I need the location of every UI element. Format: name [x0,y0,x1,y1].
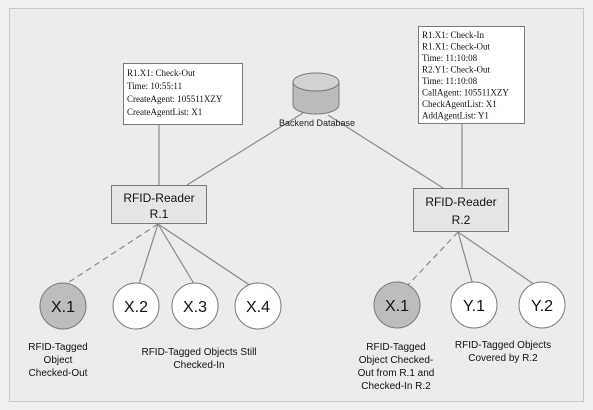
log-r1-line: CreateAgent: 105511XZY [127,94,223,104]
caption-right-checked-out: RFID-Tagged [366,342,425,353]
log-box-r2 [418,26,525,124]
database-label: Backend Database [279,118,355,128]
object-node-y2: Y.2 [518,281,566,329]
log-r2-line: R1.X1: Check-Out [422,42,490,52]
object-node-y1: Y.1 [450,281,498,329]
log-r1-line: R1.X1: Check-Out [127,68,195,78]
caption-covered-by-r2: RFID-Tagged Objects [455,340,551,351]
object-node-x1-left: X.1 [39,282,87,330]
caption-still-checked-in: Checked-In [173,360,224,371]
caption-right-checked-out: Object Checked- [359,355,433,366]
object-node-x1-right: X.1 [373,281,421,329]
connector-lines [62,112,539,289]
dashed-line-r2-to-x1 [407,231,459,286]
object-label: X.1 [385,298,409,315]
log-r1-line: CreateAgentList: X1 [127,107,202,117]
object-label: X.1 [51,299,75,316]
caption-covered-by-r2: Covered by R.2 [468,353,538,364]
reader-r1-title: RFID-Reader [123,191,194,205]
line-r1-to-x3 [157,223,197,288]
log-r1-line: Time: 10:55:11 [127,81,182,91]
object-label: X.2 [124,299,148,316]
log-r2-line: Time: 11:10:08 [422,76,478,86]
line-reader-r2-to-database [327,114,444,189]
object-node-x3: X.3 [171,282,219,330]
object-label: Y.2 [531,298,553,315]
line-r1-to-x2 [137,223,159,288]
log-r2-line: AddAgentList: Y1 [422,111,489,121]
object-nodes: X.1 X.2 X.3 X.4 X.1 Y.1 Y.2 [39,281,566,330]
line-r1-to-x4 [157,223,255,289]
object-node-x4: X.4 [234,282,282,330]
database-icon [292,72,340,115]
caption-still-checked-in: RFID-Tagged Objects Still [141,347,256,358]
object-label: Y.1 [463,298,485,315]
reader-r2-title: RFID-Reader [425,195,496,209]
object-node-x2: X.2 [112,282,160,330]
line-reader-r1-to-database [186,112,304,186]
caption-left-checked-out: Checked-Out [29,368,88,379]
caption-right-checked-out: Out from R.1 and [358,368,435,379]
line-r2-to-y2 [457,231,539,288]
object-label: X.4 [246,299,270,316]
reader-r2-id: R.2 [452,213,471,227]
log-r2-line: R1.X1: Check-In [422,30,484,40]
caption-left-checked-out: RFID-Tagged [28,342,87,353]
caption-right-checked-out: Checked-In R.2 [361,381,431,392]
object-label: X.3 [183,299,207,316]
log-r2-line: R2.Y1: Check-Out [422,65,490,75]
caption-left-checked-out: Object [44,355,73,366]
log-r2-line: CallAgent: 105511XZY [422,88,509,98]
dashed-line-r1-to-x1-b [62,223,159,287]
log-r2-line: CheckAgentList: X1 [422,99,497,109]
reader-r1-id: R.1 [150,207,169,221]
reader-r1 [111,185,207,224]
line-r2-to-y1 [457,231,474,286]
reader-r2 [413,188,509,232]
log-r2-line: Time: 11:10:08 [422,53,478,63]
log-box-r1 [123,63,243,125]
